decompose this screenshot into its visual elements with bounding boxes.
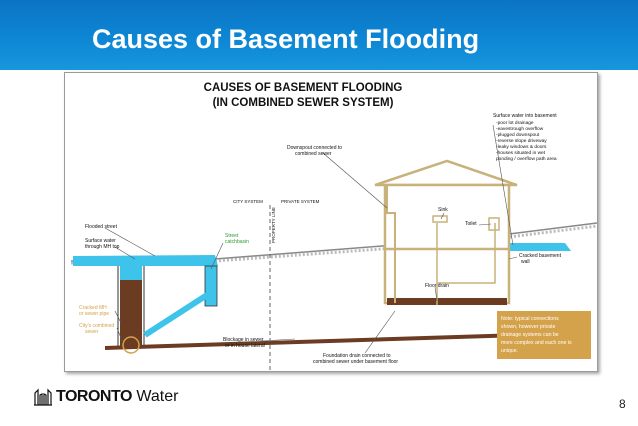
header-band: [0, 0, 638, 70]
private-system-label: PRIVATE SYSTEM: [281, 199, 320, 204]
note-line-5: unique.: [501, 348, 518, 354]
catchbasin-box: [204, 265, 218, 307]
flooded-street-label: Flooded street: [85, 224, 118, 230]
basement-flooding-diagram: CAUSES OF BASEMENT FLOODING (IN COMBINED…: [70, 82, 597, 371]
note-line-2: shown, however private: [501, 324, 556, 330]
surface-water-item-7: ponding / overflow path area: [496, 156, 557, 162]
surface-water-title: Surface water into basement: [493, 113, 557, 119]
surface-water-item-3: -plugged downspout: [496, 132, 540, 138]
diagram-title-line2: (IN COMBINED SEWER SYSTEM): [213, 97, 394, 109]
city-hall-icon: [34, 388, 52, 406]
blockage-label-2: or in house lateral: [225, 343, 265, 349]
surface-water-item-6: -houses situated in wet: [496, 150, 546, 156]
logo-regular-text: Water: [136, 388, 179, 405]
combined-sewer-main: [104, 333, 521, 350]
surface-water-mh-label-1: Surface water: [85, 238, 116, 244]
downspout-label-2: combined sewer: [295, 151, 332, 157]
logo-bold-text: TORONTO: [56, 388, 132, 405]
cracked-mh-label-1: Cracked MH: [79, 305, 107, 311]
cracked-wall-label-2: wall: [521, 259, 530, 265]
sink-label: Sink: [438, 207, 448, 213]
note-line-4: more complex and each one is: [501, 340, 572, 346]
toilet-label: Toilet: [465, 221, 477, 227]
combined-sewer-label-2: sewer: [85, 329, 99, 335]
downspout-label-1: Downspout connected to: [287, 145, 342, 151]
note-line-1: Note: typical connections: [501, 316, 559, 322]
street-catchbasin-label-2: catchbasin: [225, 239, 249, 245]
page-number: 8: [619, 397, 626, 411]
surface-water-item-2: -eavestrough overflow: [496, 126, 544, 132]
combined-sewer-pipe: [122, 336, 140, 354]
diagram-title-line1: CAUSES OF BASEMENT FLOODING: [204, 82, 403, 94]
note-box: [497, 311, 591, 359]
surface-water-item-5: -leaky windows & doors: [496, 144, 547, 150]
manhole-shaft: [120, 266, 142, 346]
basement-floor: [387, 298, 507, 305]
cracked-mh-label-2: or sewer pipe: [79, 311, 109, 317]
sink-fixture: [432, 215, 448, 223]
house: [374, 159, 518, 305]
diagram-panel: CAUSES OF BASEMENT FLOODING (IN COMBINED…: [64, 72, 598, 372]
basement-side-water: [509, 243, 571, 251]
foundation-label-2: combined sewer under basement floor: [313, 359, 398, 365]
surface-water-item-4: -reverse slope driveway: [496, 138, 547, 144]
cracked-wall-label-1: Cracked basement: [519, 253, 562, 259]
catchbasin-lead: [143, 292, 209, 338]
flooded-street-water: [73, 255, 218, 266]
surface-water-item-1: -poor lot drainage: [496, 120, 534, 126]
blockage-label-1: Blockage in sewer: [223, 337, 264, 343]
floor-drain-label: Floor drain: [425, 283, 449, 289]
manhole-water: [120, 266, 142, 280]
combined-sewer-label-1: City's combined: [79, 323, 114, 329]
city-system-label: CITY SYSTEM: [233, 199, 263, 204]
downspout: [386, 185, 396, 303]
property-line-label: PROPERTY LINE: [271, 207, 276, 243]
interior-plumbing: [436, 223, 496, 305]
toronto-water-logo: TORONTO Water: [34, 388, 178, 406]
leader-lines: [104, 124, 518, 354]
street-catchbasin-label-1: Street: [225, 233, 239, 239]
slide-title: Causes of Basement Flooding: [92, 24, 480, 54]
note-line-3: drainage systems can be: [501, 332, 559, 338]
house-roof: [374, 159, 518, 187]
foundation-label-1: Foundation drain connected to: [323, 353, 391, 359]
surface-water-mh-label-2: through MH top: [85, 244, 120, 250]
